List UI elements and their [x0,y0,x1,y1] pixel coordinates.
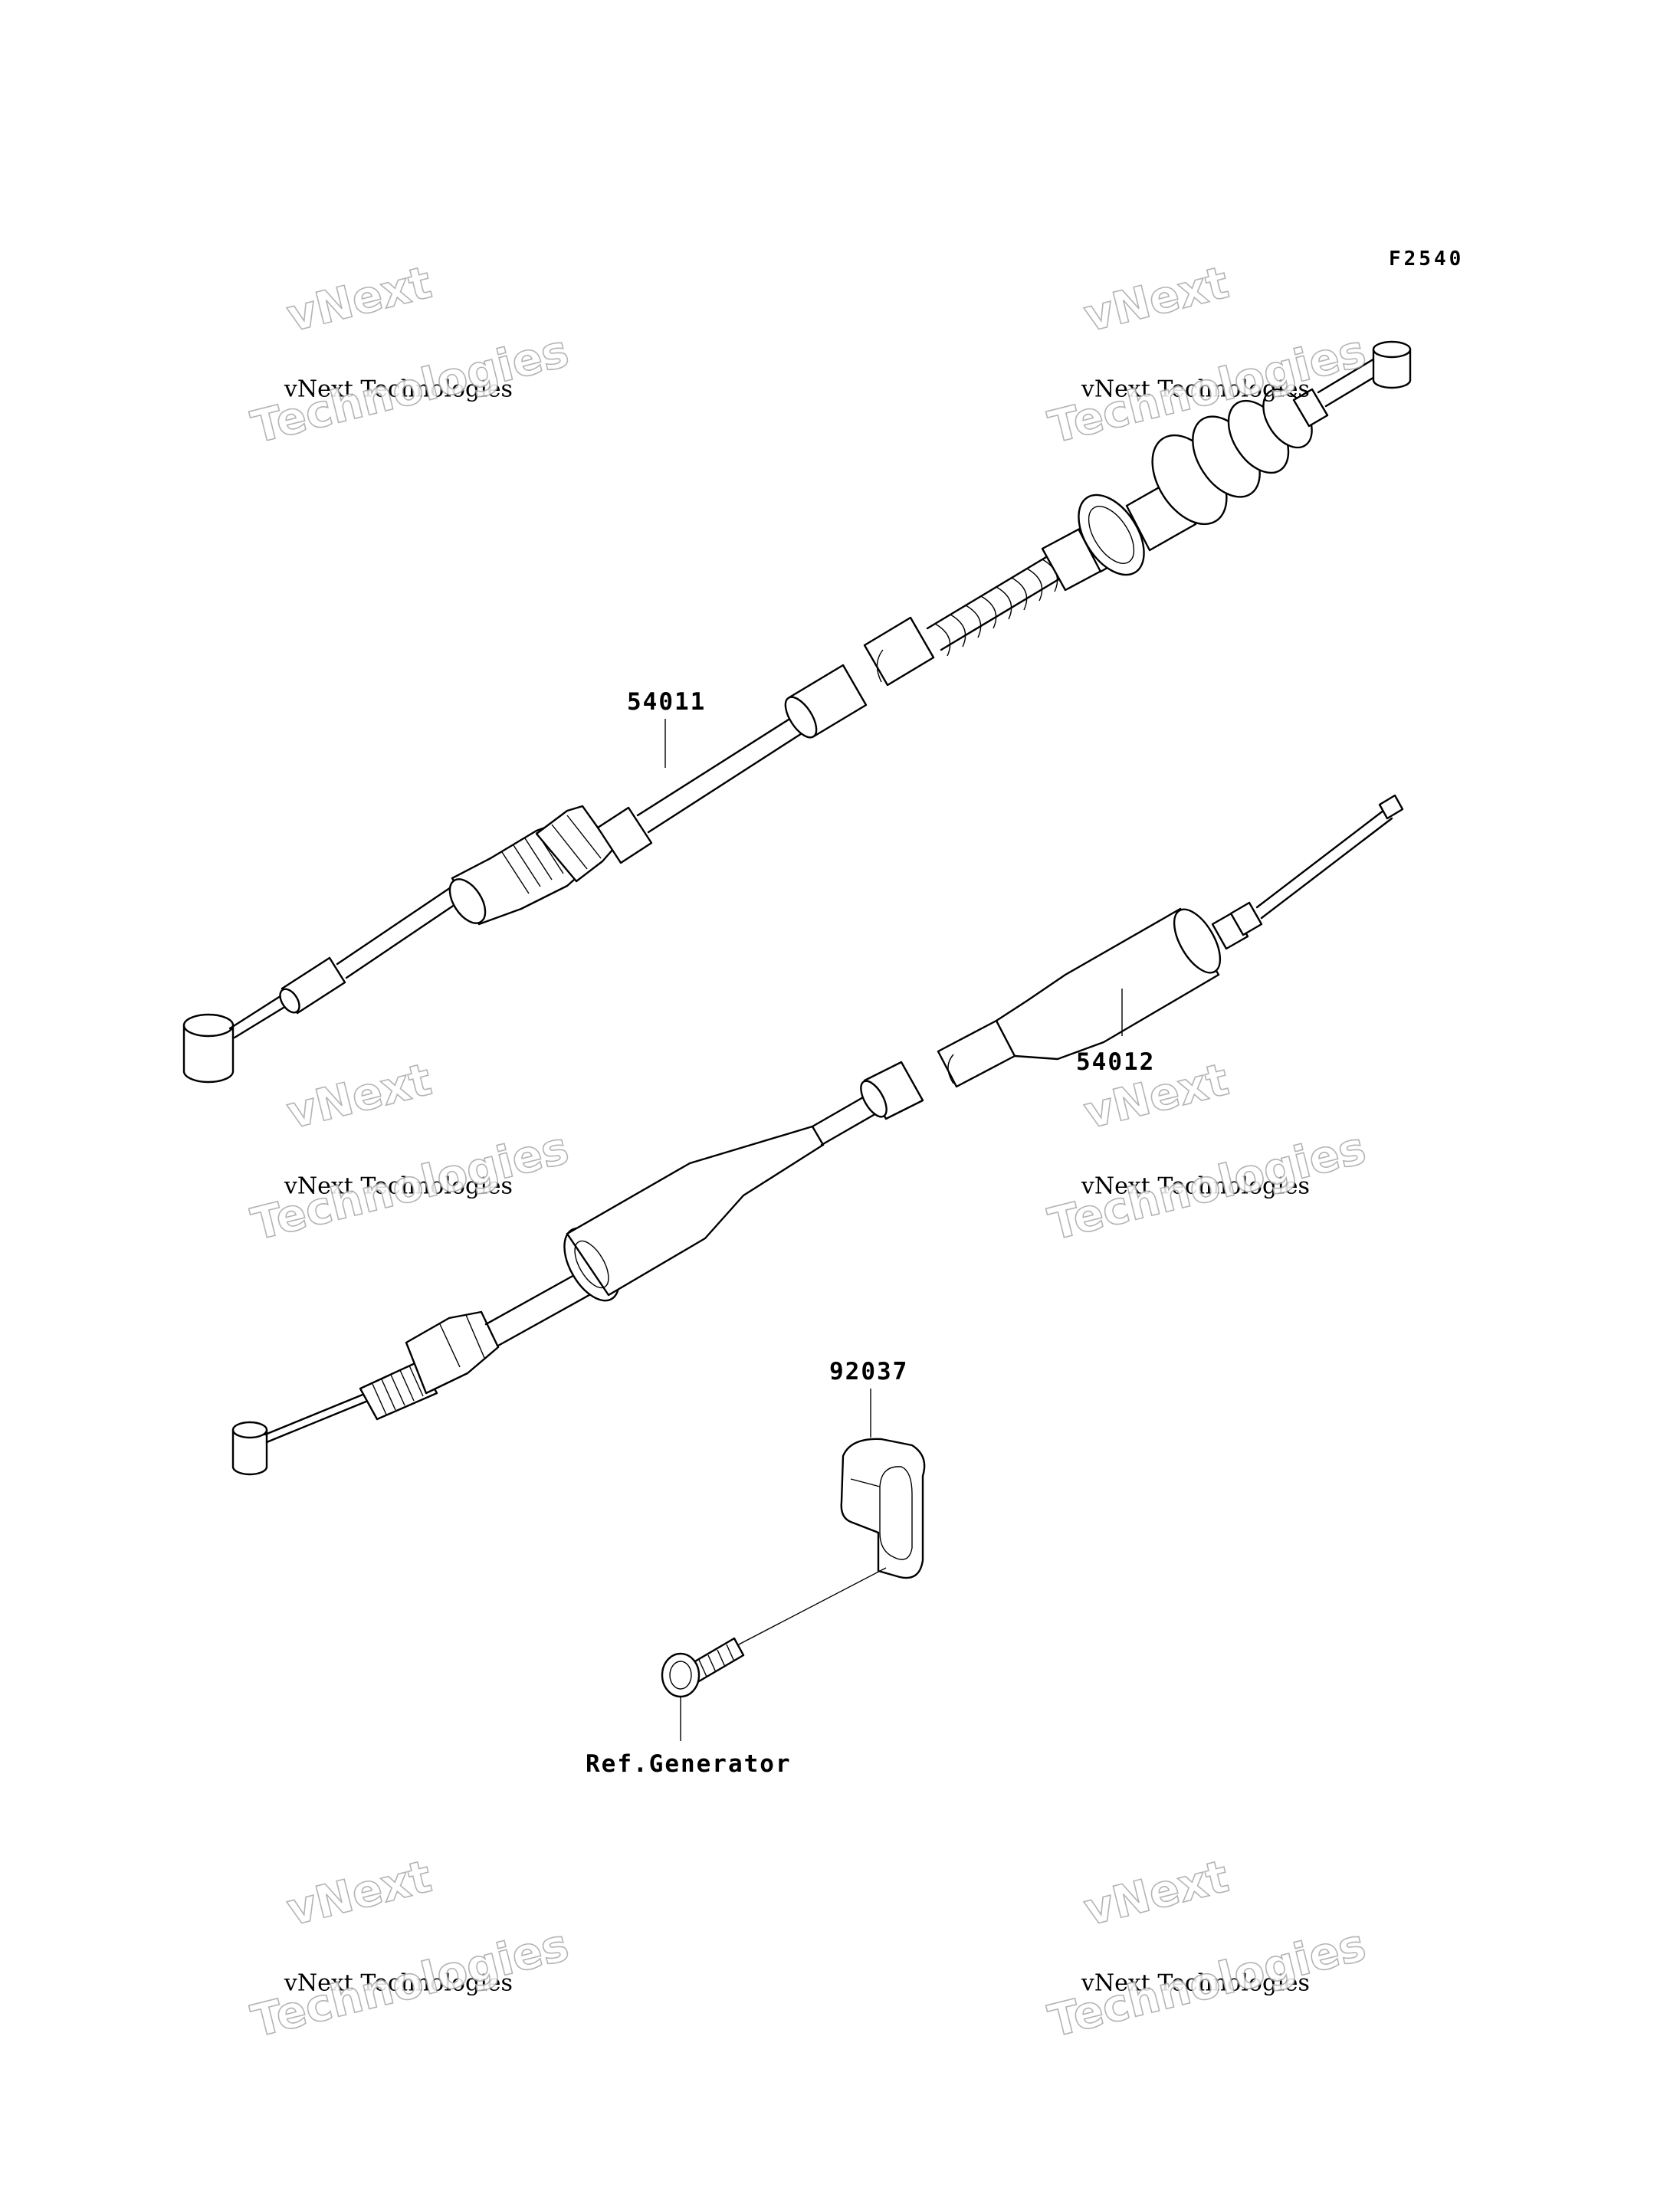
cable-end-barrel-lower [231,1421,268,1476]
watermark-6: vNext vNext Technologies Technologies [1043,1849,1371,2048]
svg-text:vNext: vNext [282,256,437,342]
cable-end-barrel-lower-left [182,1013,235,1084]
flange-bolt[interactable]: Ref.Generator [586,1567,887,1778]
washer-upper [1078,494,1145,576]
svg-text:vNext: vNext [282,1053,437,1139]
callout-ref-generator[interactable]: Ref.Generator [586,1750,792,1778]
cable-end-barrel-upper-right [1372,340,1412,389]
clutch-cable-54011[interactable]: 54011 [182,340,1412,1084]
svg-text:vNext Technologies: vNext Technologies [284,1970,513,1997]
cable-spring [926,549,1073,657]
threaded-adjuster [359,1359,438,1421]
casing-break-sleeve-2 [863,616,935,687]
cable-grommet [563,1125,825,1302]
casing-break-sleeve-1 [784,664,868,739]
ferrule-lower [279,956,346,1015]
svg-text:vNext Technologies: vNext Technologies [284,1173,513,1200]
callout-54012[interactable]: 54012 [1076,1048,1155,1076]
svg-text:vNext Technologies: vNext Technologies [1081,376,1310,403]
cable-clamp-92037[interactable]: 92037 [829,1358,926,1579]
watermark-4: vNext vNext Technologies Technologies [1043,1052,1371,1251]
svg-text:vNext Technologies: vNext Technologies [1081,1970,1310,1997]
wire-tip [1378,794,1404,820]
leader-bolt-to-clamp [735,1567,887,1647]
svg-text:vNext Technologies: vNext Technologies [1081,1173,1310,1200]
upper-grommet [995,907,1222,1061]
end-fitting-upper [1211,901,1263,950]
callout-92037[interactable]: 92037 [829,1358,908,1385]
watermark-1: vNext vNext Technologies Technologies [246,255,574,454]
casing-break-sleeve-3 [860,1061,924,1120]
svg-text:vNext: vNext [1079,256,1234,342]
figure-code: F2540 [1389,248,1464,271]
svg-text:vNext: vNext [1079,1850,1234,1936]
throttle-cable-54012[interactable]: 54012 [231,794,1404,1476]
svg-text:vNext Technologies: vNext Technologies [284,376,513,403]
watermark-5: vNext vNext Technologies Technologies [246,1849,574,2048]
svg-text:vNext: vNext [282,1850,437,1936]
callout-54011[interactable]: 54011 [627,688,706,716]
bolt-head [661,1652,701,1698]
rubber-boot [1125,388,1329,552]
watermark-3: vNext vNext Technologies Technologies [246,1052,574,1251]
hex-nut [405,1310,500,1395]
